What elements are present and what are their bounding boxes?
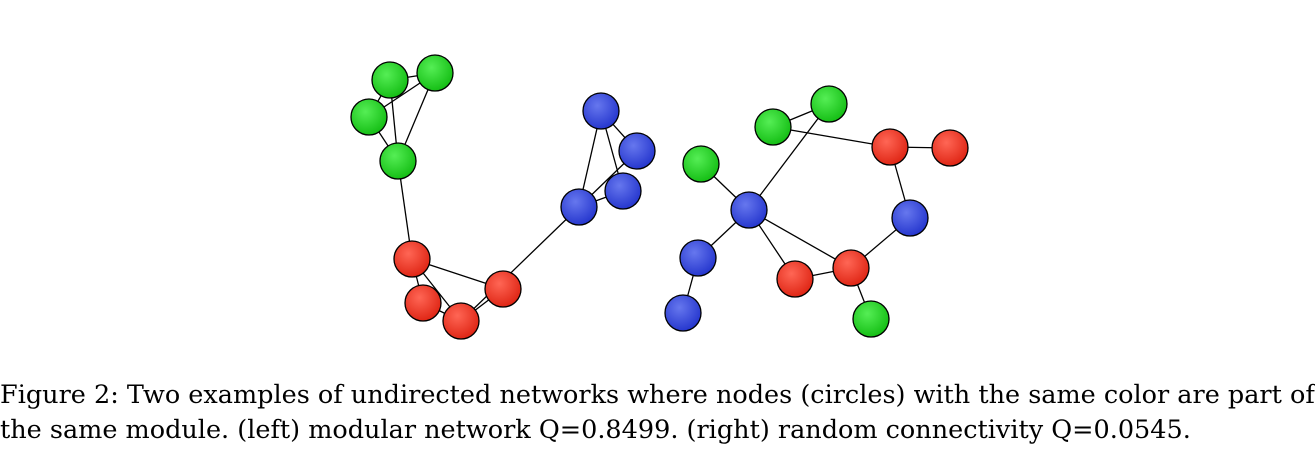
edge-n2-n4	[772, 126, 891, 148]
edge-n7-n3	[748, 103, 830, 211]
node-red-n5	[931, 129, 969, 167]
network-figure	[350, 54, 969, 340]
node-blue-n7	[730, 191, 768, 229]
node-blue-n9	[664, 294, 702, 332]
caption-line-1: Figure 2: Two examples of undirected net…	[0, 380, 1315, 410]
node-red-n10	[776, 260, 814, 298]
modular-network	[350, 54, 656, 340]
random-network	[664, 85, 969, 338]
figure-caption: Figure 2: Two examples of undirected net…	[0, 378, 1315, 448]
edge-r4-b4	[460, 206, 580, 322]
node-green-g3	[350, 98, 388, 136]
node-red-r2	[484, 270, 522, 308]
node-blue-b2	[618, 132, 656, 170]
node-green-n3	[810, 85, 848, 123]
node-blue-b4	[560, 188, 598, 226]
node-red-n4	[871, 128, 909, 166]
node-green-n1	[682, 145, 720, 183]
node-red-r4	[442, 302, 480, 340]
node-blue-n6	[891, 199, 929, 237]
caption-line-2: the same module. (left) modular network …	[0, 415, 1191, 445]
node-blue-n8	[679, 239, 717, 277]
node-blue-b1	[582, 92, 620, 130]
node-red-n11	[832, 249, 870, 287]
node-green-g4	[379, 142, 417, 180]
node-green-n2	[754, 108, 792, 146]
node-green-g1	[371, 61, 409, 99]
edge-n11-n7	[748, 209, 852, 269]
node-green-g2	[416, 54, 454, 92]
node-red-r3	[404, 284, 442, 322]
node-green-n12	[852, 300, 890, 338]
node-red-r1	[393, 240, 431, 278]
node-blue-b3	[604, 172, 642, 210]
